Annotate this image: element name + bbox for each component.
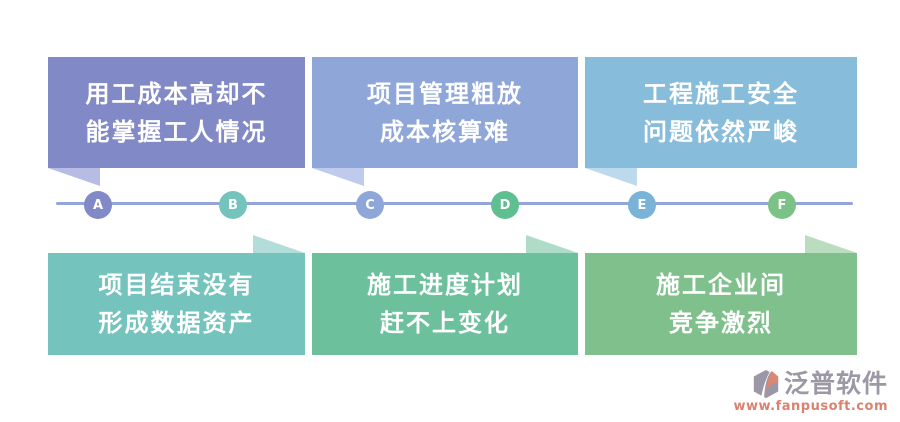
callout-text-line: 问题依然严峻	[643, 117, 799, 146]
callout-text-line: 施工企业间	[656, 271, 786, 299]
callout-text-line: 赶不上变化	[380, 309, 510, 337]
brand-watermark: 泛普软件 www.fanpusoft.com	[733, 369, 888, 415]
callout-tail-icon	[253, 235, 305, 253]
callout-bottom-data-assets: 项目结束没有 形成数据资产	[48, 253, 305, 355]
callout-text-line: 项目管理粗放	[367, 79, 523, 108]
timeline-node-e: E	[628, 191, 656, 219]
brand-url: www.fanpusoft.com	[733, 399, 888, 414]
callout-tail-icon	[805, 235, 857, 253]
timeline-node-f: F	[768, 191, 796, 219]
callout-top-project-management: 项目管理粗放 成本核算难	[312, 57, 578, 168]
callout-text-line: 用工成本高却不	[85, 79, 268, 108]
callout-bottom-competition: 施工企业间 竞争激烈	[585, 253, 857, 355]
callout-text-line: 形成数据资产	[98, 309, 255, 337]
timeline-node-b: B	[219, 191, 247, 219]
callout-tail-icon	[312, 168, 364, 186]
callout-text-line: 成本核算难	[380, 117, 510, 146]
brand-name: 泛普软件	[783, 369, 888, 398]
callout-text-line: 能掌握工人情况	[85, 117, 268, 146]
timeline-node-d: D	[491, 191, 519, 219]
timeline-line	[56, 202, 853, 205]
callout-text-line: 项目结束没有	[98, 271, 255, 299]
callout-top-labor-cost: 用工成本高却不 能掌握工人情况	[48, 57, 305, 168]
callout-top-construction-safety: 工程施工安全 问题依然严峻	[585, 57, 857, 168]
callout-tail-icon	[48, 168, 100, 186]
timeline-node-a: A	[84, 191, 112, 219]
timeline-node-c: C	[356, 191, 384, 219]
fanpu-logo-icon	[753, 369, 779, 399]
callout-text-line: 施工进度计划	[367, 271, 523, 299]
callout-bottom-schedule: 施工进度计划 赶不上变化	[312, 253, 578, 355]
callout-text-line: 竞争激烈	[669, 309, 773, 337]
callout-tail-icon	[526, 235, 578, 253]
callout-text-line: 工程施工安全	[643, 79, 799, 108]
callout-tail-icon	[585, 168, 637, 186]
